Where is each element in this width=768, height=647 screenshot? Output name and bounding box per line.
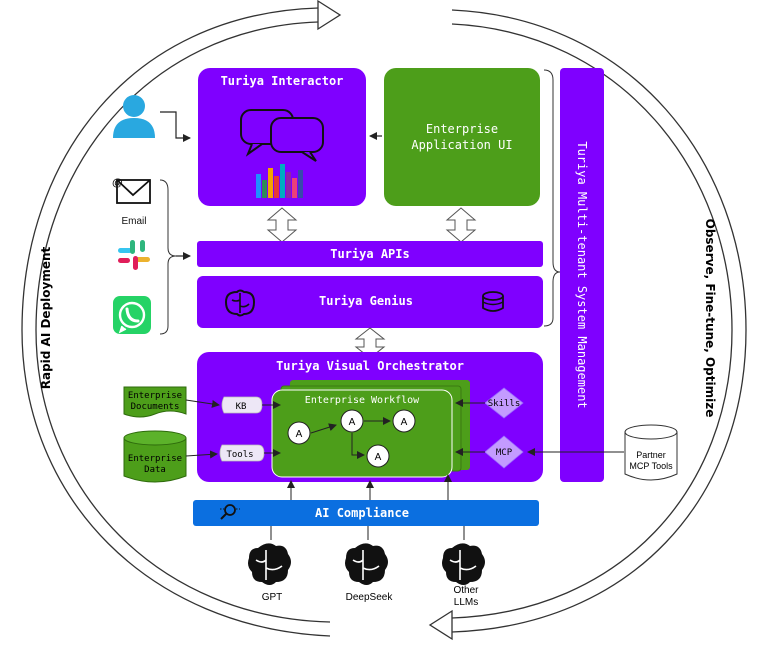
enterprise-ui-line2: Application UI bbox=[411, 138, 512, 152]
whatsapp-icon bbox=[113, 296, 151, 334]
double-arrow-ui-apis bbox=[445, 207, 477, 243]
workflow-node-3: A bbox=[392, 409, 416, 433]
orchestrator-title: Turiya Visual Orchestrator bbox=[276, 359, 464, 373]
observe-optimize-label: Observe, Fine-tune, Optimize bbox=[703, 219, 717, 418]
multi-tenant-label: Turiya Multi-tenant System Management bbox=[575, 141, 589, 408]
turiya-genius: Turiya Genius bbox=[197, 276, 543, 328]
svg-text:Enterprise: Enterprise bbox=[128, 454, 182, 464]
chat-icon bbox=[240, 109, 324, 162]
enterprise-application-ui: Enterprise Application UI bbox=[384, 68, 540, 206]
user-icon bbox=[113, 95, 155, 138]
svg-text:Partner: Partner bbox=[636, 450, 666, 460]
cycle-arrow-left bbox=[21, 0, 342, 637]
cycle-arrow-right bbox=[428, 9, 747, 641]
other-llms-line2: LLMs bbox=[454, 597, 478, 608]
enterprise-documents: Enterprise Documents bbox=[123, 386, 187, 418]
other-llms-line1: Other bbox=[453, 585, 479, 596]
rapid-deployment-label: Rapid AI Deployment bbox=[39, 246, 53, 389]
apis-label: Turiya APIs bbox=[330, 247, 409, 261]
email-label: Email bbox=[121, 216, 146, 227]
svg-text:Skills: Skills bbox=[488, 399, 521, 409]
svg-text:A: A bbox=[401, 417, 408, 428]
svg-text:@: @ bbox=[112, 177, 123, 189]
svg-text:MCP Tools: MCP Tools bbox=[629, 461, 673, 471]
email-icon: @ bbox=[112, 177, 151, 204]
ai-compliance: AI Compliance bbox=[193, 500, 539, 526]
workflow-title: Enterprise Workflow bbox=[305, 395, 420, 406]
kb-connector: KB bbox=[221, 396, 263, 414]
gpt-label: GPT bbox=[262, 592, 283, 603]
partner-mcp-tools: Partner MCP Tools bbox=[624, 424, 678, 481]
svg-text:MCP: MCP bbox=[496, 448, 513, 458]
interactor-title: Turiya Interactor bbox=[221, 74, 344, 88]
skills-connector: Skills bbox=[484, 387, 524, 419]
svg-text:Tools: Tools bbox=[226, 450, 253, 460]
other-llms-brain-icon bbox=[442, 543, 485, 585]
workflow-node-4: A bbox=[366, 444, 390, 468]
bar-chart-icon bbox=[256, 164, 303, 198]
enterprise-ui-line1: Enterprise bbox=[426, 122, 498, 136]
svg-text:Enterprise: Enterprise bbox=[128, 391, 182, 401]
workflow-node-2: A bbox=[340, 409, 364, 433]
tools-connector: Tools bbox=[219, 444, 265, 462]
magnifier-icon bbox=[220, 504, 240, 520]
slack-icon bbox=[118, 240, 150, 270]
svg-text:A: A bbox=[296, 429, 303, 440]
multi-tenant-management: Turiya Multi-tenant System Management bbox=[560, 68, 604, 482]
compliance-label: AI Compliance bbox=[315, 506, 409, 520]
mcp-connector: MCP bbox=[484, 435, 524, 469]
svg-text:A: A bbox=[375, 452, 382, 463]
enterprise-data: Enterprise Data bbox=[123, 430, 187, 483]
deepseek-brain-icon bbox=[345, 543, 388, 585]
svg-text:Documents: Documents bbox=[131, 402, 180, 412]
turiya-apis: Turiya APIs bbox=[197, 241, 543, 267]
turiya-interactor: Turiya Interactor bbox=[198, 68, 366, 206]
svg-text:Data: Data bbox=[144, 465, 166, 475]
genius-label: Turiya Genius bbox=[319, 294, 413, 308]
workflow-node-1: A bbox=[287, 421, 311, 445]
gpt-brain-icon bbox=[248, 543, 291, 585]
brain-icon bbox=[224, 289, 256, 317]
svg-text:KB: KB bbox=[236, 402, 247, 412]
deepseek-label: DeepSeek bbox=[346, 592, 394, 603]
database-icon bbox=[482, 291, 504, 312]
double-arrow-interactor-apis bbox=[266, 207, 298, 243]
svg-text:A: A bbox=[349, 417, 356, 428]
